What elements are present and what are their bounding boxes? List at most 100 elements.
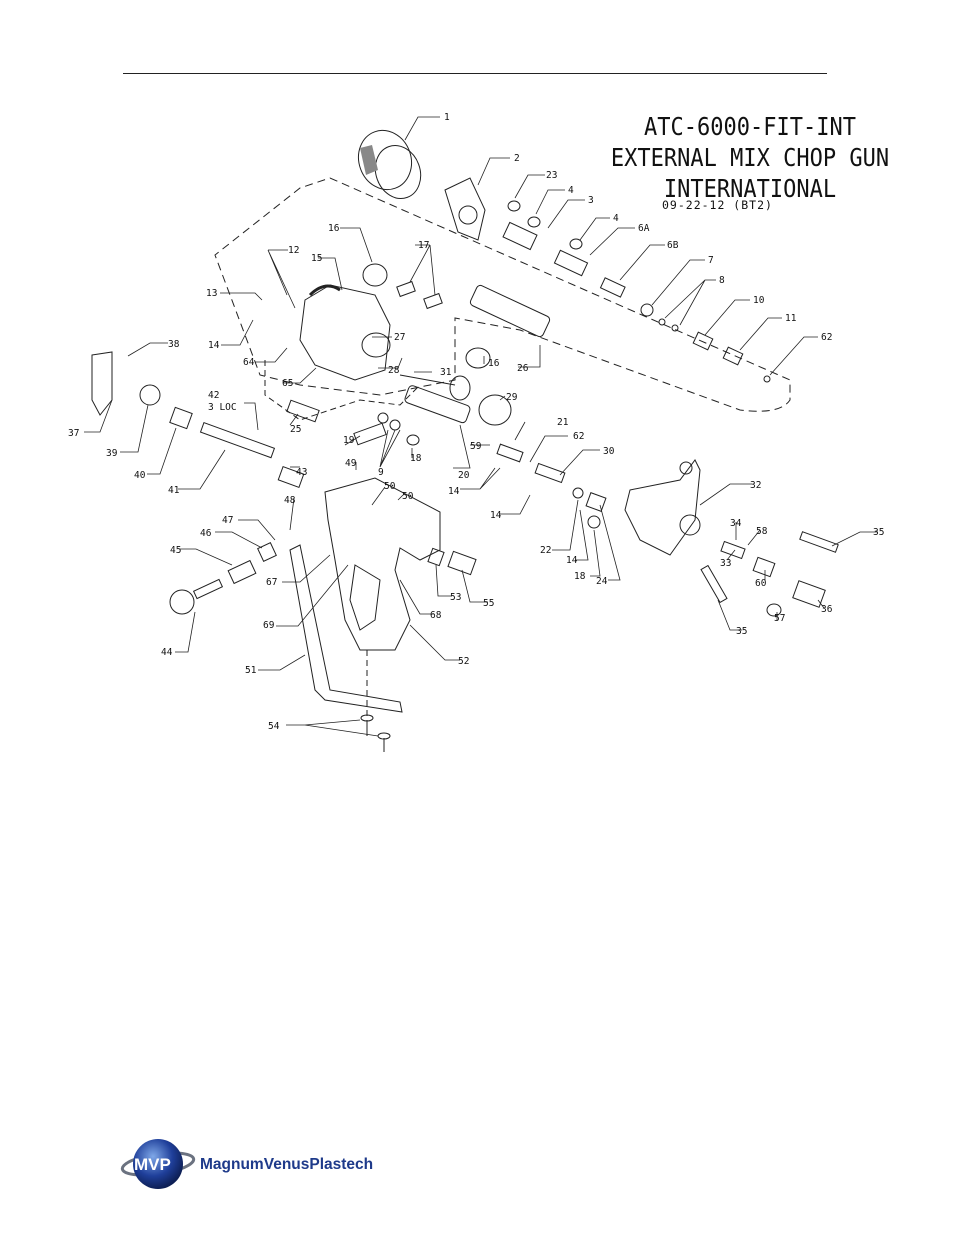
gun-body [324, 477, 441, 651]
callout-52: 52 [458, 656, 469, 667]
callout-57: 57 [774, 613, 785, 624]
part-37-trigger-guard [91, 351, 113, 416]
callout-14b: 14 [448, 486, 460, 497]
callout-62a: 62 [821, 332, 832, 343]
part-16b-oring [465, 347, 491, 369]
callout-55: 55 [483, 598, 494, 609]
callout-69: 69 [263, 620, 275, 631]
part-6a-adapter [553, 249, 589, 277]
callout-49: 49 [345, 458, 357, 469]
callout-14c: 14 [490, 510, 502, 521]
callout-53: 53 [450, 592, 461, 603]
callout-30: 30 [603, 446, 615, 457]
title-line-3: INTERNATIONAL [663, 175, 837, 204]
callout-48: 48 [284, 495, 296, 506]
callout-6a: 6A [638, 223, 650, 234]
part-4b-oring [569, 238, 583, 250]
part-9-oring-a [377, 412, 389, 424]
part-45-spring [227, 559, 257, 585]
part-21-piston [496, 443, 524, 463]
callout-65: 65 [282, 378, 293, 389]
callout-50a: 50 [384, 481, 396, 492]
callout-43: 43 [296, 467, 307, 478]
part-44-shaft [192, 578, 224, 600]
callout-35a: 35 [873, 527, 884, 538]
part-16-oring [362, 263, 388, 287]
part-19-fitting [353, 422, 387, 446]
callout-21: 21 [557, 417, 569, 428]
callout-10: 10 [753, 295, 765, 306]
part-22-oring [572, 487, 584, 499]
callout-11: 11 [785, 313, 797, 324]
callout-26: 26 [517, 363, 529, 374]
part-18b-oring [587, 515, 601, 529]
callout-1: 1 [444, 112, 450, 123]
callout-58: 58 [756, 526, 768, 537]
top-rule [123, 73, 827, 74]
part-3-fitting [502, 221, 538, 251]
callout-36: 36 [821, 604, 833, 615]
callout-51: 51 [245, 665, 257, 676]
callout-25: 25 [290, 424, 301, 435]
assembly-dashed-outline [214, 177, 791, 412]
callout-14a: 14 [208, 340, 220, 351]
callout-50b: 50 [402, 491, 414, 502]
callout-34: 34 [730, 518, 742, 529]
revision-date: 09-22-12 (BT2) [662, 198, 773, 212]
part-10-bushing [692, 331, 714, 351]
part-24-cap [585, 492, 607, 512]
callout-15: 15 [311, 253, 322, 264]
callout-8: 8 [719, 275, 725, 286]
part-15-manifold [299, 284, 391, 381]
part-17-valve-a [396, 280, 416, 298]
part-29-spring [478, 394, 512, 426]
part-30-piston [534, 462, 566, 484]
callout-14d: 14 [566, 555, 578, 566]
callout-23: 23 [546, 170, 557, 181]
brand-name: MagnumVenusPlastech [200, 1156, 374, 1173]
part-53-fitting [427, 547, 445, 567]
callout-60: 60 [755, 578, 767, 589]
part-46-nut [257, 542, 277, 562]
part-18-oring [406, 434, 420, 446]
part-36-fitting [792, 580, 826, 608]
callout-18a: 18 [410, 453, 422, 464]
part-41-needle [199, 422, 276, 459]
callout-12: 12 [288, 245, 299, 256]
callout-28: 28 [388, 365, 400, 376]
part-35-screw-b [700, 564, 728, 604]
dashed-group-outline [264, 360, 421, 421]
part-62-seal [763, 375, 771, 383]
callout-4b: 4 [613, 213, 619, 224]
part-6b-adapter [599, 277, 626, 298]
part-7-nut [640, 303, 654, 317]
callout-42: 42 [208, 390, 219, 401]
part-26-cylinder [469, 284, 551, 338]
part-51-trigger [289, 544, 403, 713]
callout-62b: 62 [573, 431, 584, 442]
part-40-nut [169, 406, 193, 430]
callout-38: 38 [168, 339, 180, 350]
title-line-1: ATC-6000-FIT-INT [644, 113, 856, 142]
logo-text: MVP [134, 1155, 171, 1174]
part-11-cap [722, 346, 744, 366]
callout-31: 31 [440, 367, 452, 378]
callout-16a: 16 [328, 223, 340, 234]
callout-35b: 35 [736, 626, 747, 637]
part-9-oring-b [389, 419, 401, 431]
part-23-oring [507, 200, 521, 212]
diagram-title: ATC-6000-FIT-INT EXTERNAL MIX CHOP GUN I… [600, 112, 900, 205]
callout-24: 24 [596, 576, 608, 587]
part-2-nozzle-head [444, 177, 486, 241]
callout-32: 32 [750, 480, 761, 491]
callout-54: 54 [268, 721, 280, 732]
part-17-valve-b [423, 292, 443, 310]
part-1-retaining-ring [358, 129, 422, 199]
callout-68: 68 [430, 610, 442, 621]
part-33-fitting [720, 540, 746, 560]
callout-64: 64 [243, 357, 255, 368]
callout-59: 59 [470, 441, 482, 452]
callout-16b: 16 [488, 358, 500, 369]
callout-7: 7 [708, 255, 714, 266]
